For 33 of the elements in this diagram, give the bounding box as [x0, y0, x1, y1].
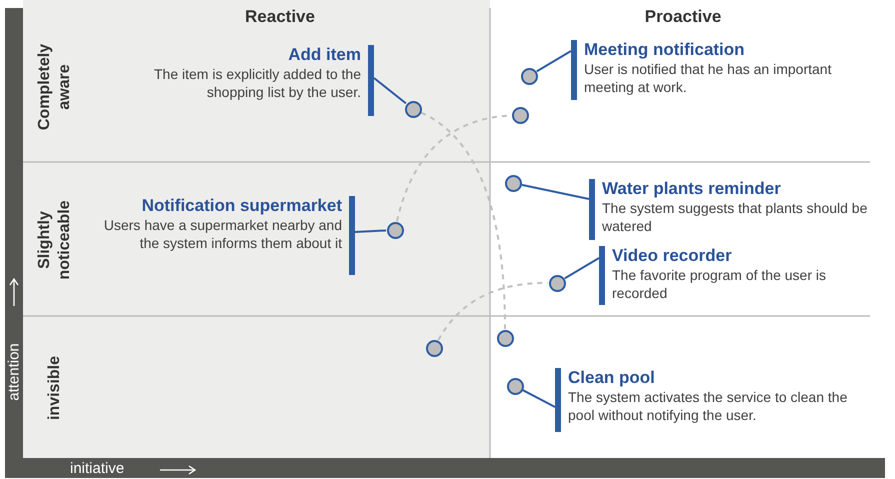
callout-title: Notification supermarket: [140, 196, 342, 216]
callout-title: Video recorder: [612, 246, 733, 266]
leader-line: [354, 229, 386, 233]
dashed-curve: [420, 112, 506, 330]
leader-line: [536, 50, 572, 72]
data-point-marker: [496, 330, 514, 346]
callout-description: The item is explicitly added to the shopping list by the user.: [153, 65, 361, 101]
data-point-marker: [506, 378, 524, 394]
leader-line: [522, 184, 590, 200]
callout-description: The system suggests that plants should be watered: [602, 199, 868, 235]
leader-line: [373, 77, 407, 104]
data-point-marker: [520, 68, 538, 84]
data-point-marker: [548, 274, 566, 292]
callout-description: Users have a supermarket nearby and the system informs them about it: [102, 216, 342, 252]
axis-label: attention: [6, 343, 22, 401]
row-header: Slightly noticeable: [35, 199, 74, 282]
data-point-marker: [504, 174, 522, 192]
column-header: Proactive: [644, 7, 722, 27]
callout-title: Meeting notification: [584, 40, 746, 60]
callout-title: Clean pool: [568, 368, 656, 388]
axis-label: initiative: [70, 460, 124, 478]
data-point-marker: [512, 106, 528, 124]
callout-description: The system activates the service to clean the pool without notifying the user.: [568, 388, 848, 424]
callout-title: Water plants reminder: [602, 179, 782, 199]
leader-line: [522, 389, 556, 408]
row-header: Completely aware: [35, 42, 74, 132]
row-header: invisible: [46, 356, 64, 420]
dashed-curve: [437, 282, 548, 341]
callout-title: Add item: [287, 45, 361, 65]
leader-line: [564, 257, 600, 280]
callout-description: User is notified that he has an important meeting at work.: [584, 60, 832, 96]
column-header: Reactive: [245, 7, 315, 27]
callout-description: The favorite program of the user is recorded: [612, 266, 827, 302]
